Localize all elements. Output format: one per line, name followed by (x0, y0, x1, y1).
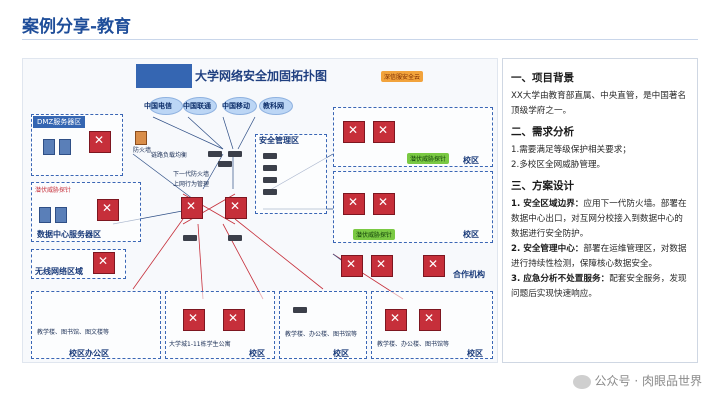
switch-icon (343, 193, 365, 215)
solution-3-title: 3. 应急分析不处置服务： (511, 274, 610, 284)
switch-icon (183, 309, 205, 331)
device-icon (218, 161, 232, 167)
requirement-1: 1.需要满足等级保护相关要求； (511, 145, 631, 155)
device-icon (263, 189, 277, 195)
solution-1-title: 1. 安全区域边界： (511, 199, 584, 209)
security-mgmt-label: 安全管理区 (259, 136, 299, 145)
building-b-text: 大学城1-11栋学生公寓 (169, 341, 231, 348)
heading-solution: 三、方案设计 (511, 180, 574, 192)
solution-2: 2. 安全管理中心：部署在运维管理区，对数据进行持续性检测，保障核心数据安全。 (511, 242, 689, 272)
switch-icon (97, 199, 119, 221)
switch-icon (371, 255, 393, 277)
watermark-text: 公众号 · 肉眼品世界 (594, 374, 702, 388)
web-gateway-label: 上网行为管理 (173, 181, 210, 188)
solution-2-title: 2. 安全管理中心： (511, 244, 584, 254)
datacenter-zone-label: 数据中心服务器区 (37, 230, 101, 239)
switch-icon (223, 309, 245, 331)
cloud-icon (259, 97, 293, 115)
switch-icon (341, 255, 363, 277)
building-d-text: 教学楼、办公楼、图书馆等 (377, 341, 450, 348)
device-icon (263, 165, 277, 171)
device-icon (183, 235, 197, 241)
ngfw-label: 下一代防火墙 (173, 171, 210, 178)
switch-icon (419, 309, 441, 331)
isp-mobile: 中国移动 (222, 102, 250, 110)
building-a-text: 教学楼、图书馆、图文楼等 (37, 329, 110, 336)
slide-title: 案例分享-教育 (22, 17, 132, 37)
heading-background: 一、项目背景 (511, 72, 574, 84)
aggregation-label: 链路负载均衡 (151, 152, 188, 159)
cloud-security-badge: 深信服安全云 (381, 71, 424, 82)
cloud-icon (223, 97, 257, 115)
campus-office-zone (31, 291, 161, 359)
isp-telecom: 中国电信 (144, 102, 172, 110)
firewall-icon (135, 131, 147, 145)
heading-requirements: 二、需求分析 (511, 126, 574, 138)
server-icon (59, 139, 71, 155)
campus-a-label: 校区 (463, 156, 479, 165)
firewall-label: 防火墙 (133, 147, 152, 154)
background-text: XX大学由教育部直属、中央直管，是中国著名顶级学府之一。 (511, 91, 687, 116)
switch-icon (385, 309, 407, 331)
campus-e-label: 校区 (467, 349, 483, 358)
solution-3: 3. 应急分析不处置服务：配套安全服务，发现问题后实现快速响应。 (511, 272, 689, 302)
solution-1: 1. 安全区域边界：应用下一代防火墙。部署在数据中心出口，对互网分校接入到数据中… (511, 197, 689, 242)
device-icon (263, 177, 277, 183)
campus-c-label: 校区 (249, 349, 265, 358)
switch-icon (93, 252, 115, 274)
isp-edu: 教科网 (263, 102, 284, 110)
threat-probe-label: 潜伏威胁探针 (35, 187, 72, 194)
campus-b-label: 校区 (463, 230, 479, 239)
switch-icon (343, 121, 365, 143)
requirement-2: 2.多校区全网威胁管理。 (511, 160, 606, 170)
server-icon (39, 207, 51, 223)
server-icon (43, 139, 55, 155)
device-icon (208, 151, 222, 157)
core-switch-icon (181, 197, 203, 219)
dmz-zone-label: DMZ服务器区 (33, 116, 86, 128)
wireless-zone-label: 无线网络区域 (35, 267, 83, 276)
cloud-icon (183, 97, 217, 115)
device-icon (228, 151, 242, 157)
threat-probe-badge: 潜伏威胁探针 (407, 153, 450, 164)
switch-icon (373, 121, 395, 143)
building-c-text: 教学楼、办公楼、图书馆等 (285, 331, 358, 338)
title-divider (22, 39, 698, 40)
campus-d-zone (279, 291, 367, 359)
solution-2-body: 部署在运维管理区，对数据进行持续性检测，保障核心数据安全。 (511, 244, 687, 269)
diagram-title-bar (136, 64, 192, 88)
campus-office-label: 校区办公区 (69, 349, 109, 358)
cloud-icon (149, 97, 183, 115)
switch-icon (89, 131, 111, 153)
solution-1-body: 应用下一代防火墙。部署在数据中心出口，对互网分校接入到数据中心的数据进行安全防护… (511, 199, 687, 239)
switch-icon (373, 193, 395, 215)
device-icon (263, 153, 277, 159)
topology-diagram: 大学网络安全加固拓扑图 中国电信 中国联通 中国移动 教科网 深信服安全云 DM… (22, 58, 498, 363)
core-switch-icon (225, 197, 247, 219)
device-icon (293, 307, 307, 313)
diagram-title: 大学网络安全加固拓扑图 (195, 69, 328, 83)
watermark: 公众号 · 肉眼品世界 (572, 372, 702, 389)
partner-label: 合作机构 (453, 270, 485, 279)
device-icon (228, 235, 242, 241)
description-panel: 一、项目背景 XX大学由教育部直属、中央直管，是中国著名顶级学府之一。 二、需求… (502, 58, 698, 363)
threat-probe-badge: 潜伏威胁探针 (353, 229, 396, 240)
wechat-icon (572, 374, 591, 389)
server-icon (55, 207, 67, 223)
isp-unicom: 中国联通 (183, 102, 211, 110)
solution-3-body: 配套安全服务，发现问题后实现快速响应。 (511, 274, 687, 299)
campus-d-label: 校区 (333, 349, 349, 358)
security-mgmt-zone (255, 134, 327, 214)
switch-icon (423, 255, 445, 277)
